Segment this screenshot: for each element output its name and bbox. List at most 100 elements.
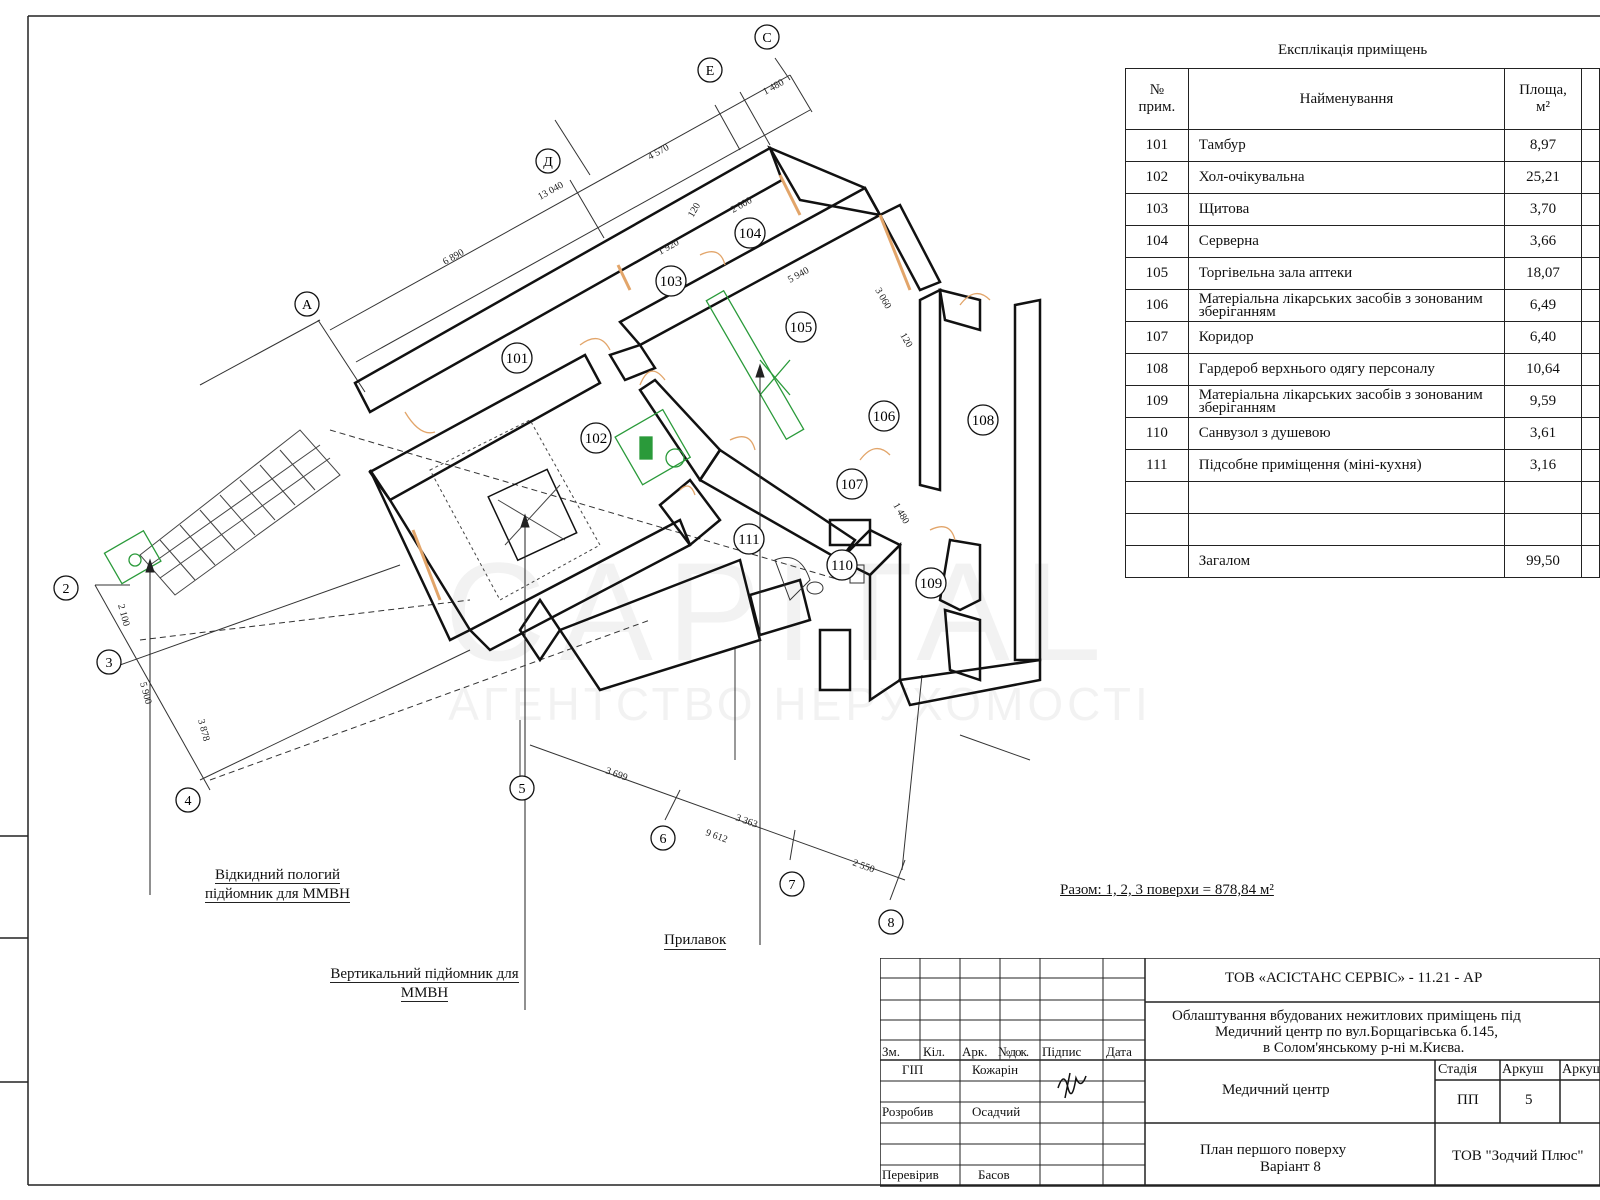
object-name: Медичний центр: [1222, 1082, 1330, 1098]
summary-note: Разом: 1, 2, 3 поверхи = 878,84 м²: [1060, 882, 1274, 898]
room-area: 18,07: [1504, 257, 1582, 290]
dimension-value: 4 570: [646, 142, 671, 163]
dimension-value: 13 040: [536, 180, 565, 203]
room-label-107-text: 107: [841, 477, 864, 493]
axis-marker-number-text: 7: [789, 878, 796, 893]
room-label-110: 110: [826, 549, 858, 581]
title-block-grid: [880, 958, 1600, 1187]
equipment: [103, 289, 805, 585]
header-cut-column: [1580, 68, 1600, 130]
room-name: Серверна: [1187, 225, 1506, 258]
col-signature: Підпис: [1042, 1044, 1082, 1059]
watermark: CAPITAL АГЕНТСТВО НЕРУХОМОСТІ: [444, 533, 1147, 730]
table-header-row: № прим. Найменування Площа, м²: [1125, 68, 1600, 130]
room-name: Матеріальна лікарських засобів з зонован…: [1187, 385, 1506, 418]
room-label-109-text: 109: [920, 576, 943, 592]
table-row-empty: [1125, 481, 1600, 514]
drawing-title-2: Варіант 8: [1260, 1159, 1321, 1175]
axis-marker-letter-text: А: [302, 298, 313, 313]
windows: [411, 174, 912, 601]
col-change: Зм.: [882, 1044, 900, 1059]
room-name: Хол-очікувальна: [1187, 161, 1506, 194]
room-label-111-text: 111: [738, 532, 759, 548]
room-number: 104: [1125, 225, 1189, 258]
axis-marker-letter: Е: [697, 57, 723, 83]
doors: [404, 251, 991, 541]
dimension-value: 2 550: [851, 857, 876, 875]
title-block: Зм. Кіл. Арк. №док. Підпис Дата ГІП Кожа…: [880, 958, 1600, 1188]
project-line-1: Облаштування вбудованих нежитлових примі…: [1172, 1008, 1521, 1024]
room-area: 6,40: [1504, 321, 1582, 354]
dimension-value: 3 060: [872, 286, 893, 311]
dimension-value: 2 000: [729, 195, 754, 216]
callout-tilt-lift: Відкидний пологий підйомник для ММВН: [190, 866, 365, 904]
role-checker: Перевірив: [882, 1167, 939, 1182]
axis-marker-number: 5: [509, 775, 535, 801]
axis-marker-number: 8: [878, 909, 904, 935]
dimension-value: 1 480: [761, 77, 786, 98]
dimension-value: 2 100: [115, 603, 131, 628]
header-name: Найменування: [1187, 68, 1506, 130]
room-label-107: 107: [836, 468, 868, 500]
col-doc: №док.: [998, 1044, 1029, 1059]
dimension-value: 120: [686, 201, 703, 219]
dimension-value: 1 920: [656, 237, 681, 258]
room-number: 110: [1125, 417, 1189, 450]
axis-marker-number: 6: [650, 825, 676, 851]
role-gip: ГІП: [902, 1062, 924, 1077]
company-code: ТОВ «АСІСТАНС СЕРВІС» - 11.21 - АР: [1225, 970, 1483, 986]
name-checker: Басов: [978, 1167, 1010, 1182]
axis-marker-number-text: 5: [519, 782, 526, 797]
sheet-header: Аркуш: [1502, 1062, 1544, 1077]
dimension-value: 3 363: [734, 812, 759, 830]
dimension-value: 9 612: [704, 827, 729, 845]
sheets-header: Аркуш: [1562, 1062, 1600, 1077]
room-name: Щитова: [1187, 193, 1506, 226]
axis-marker-number-text: 2: [63, 582, 70, 597]
room-label-108-text: 108: [972, 413, 995, 429]
room-name: Тамбур: [1187, 129, 1506, 162]
header-number: № прим.: [1125, 68, 1189, 130]
room-area: 3,61: [1504, 417, 1582, 450]
axis-marker-number: 2: [53, 575, 79, 601]
axis-marker-number-text: 3: [106, 656, 113, 671]
sheet-value: 5: [1525, 1092, 1533, 1108]
total-area: 99,50: [1504, 545, 1582, 578]
room-number: 109: [1125, 385, 1189, 418]
callout-tilt-lift-text: Відкидний пологий підйомник для ММВН: [205, 867, 350, 903]
room-number: 111: [1125, 449, 1189, 482]
axis-marker-letter: Д: [535, 148, 561, 174]
sheet-frame: [0, 15, 1600, 1186]
dimension-value: 3 878: [195, 718, 211, 743]
room-number: 103: [1125, 193, 1189, 226]
axis-marker-letter: А: [294, 291, 320, 317]
room-label-102-text: 102: [585, 431, 608, 447]
axis-marker-number: 4: [175, 787, 201, 813]
dimension-value: 3 699: [604, 765, 629, 783]
room-name: Торгівельна зала аптеки: [1187, 257, 1506, 290]
room-name: Матеріальна лікарських засобів з зонован…: [1187, 289, 1506, 322]
room-label-108: 108: [967, 404, 999, 436]
room-number: 107: [1125, 321, 1189, 354]
col-count: Кіл.: [923, 1044, 946, 1059]
dimension-value: 6 890: [441, 247, 466, 268]
room-label-109: 109: [915, 567, 947, 599]
room-area: 8,97: [1504, 129, 1582, 162]
room-area: 25,21: [1504, 161, 1582, 194]
room-label-102: 102: [580, 422, 612, 454]
organization: ТОВ "Зодчий Плюс": [1452, 1148, 1584, 1164]
room-area: 9,59: [1504, 385, 1582, 418]
room-label-103: 103: [655, 265, 687, 297]
dimension-value: 5 940: [786, 265, 811, 286]
